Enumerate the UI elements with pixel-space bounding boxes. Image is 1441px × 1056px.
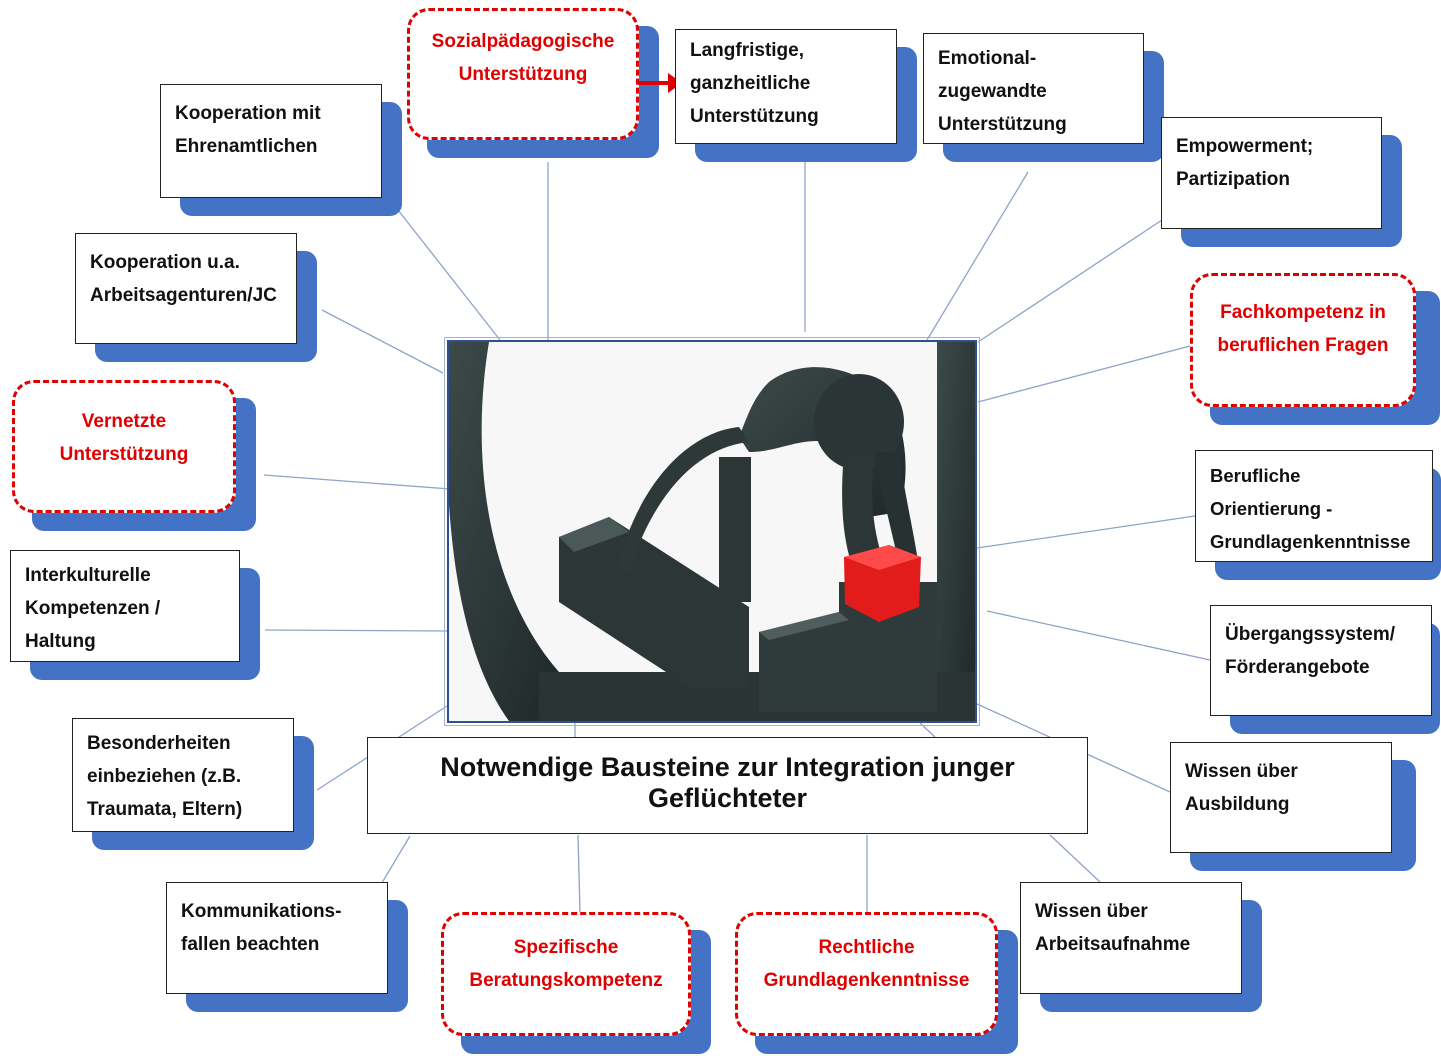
node-empowerment: Empowerment; Partizipation	[1161, 117, 1402, 247]
node-emotional-zugewandte-unterstuetzung: Emotional- zugewandte Unterstützung	[923, 33, 1164, 162]
node-spezifische-beratungskompetenz: Spezifische Beratungskompetenz	[441, 912, 711, 1054]
node-langfristige-unterstuetzung: Langfristige, ganzheitliche Unterstützun…	[675, 29, 917, 162]
node-kooperation-arbeitsagenturen: Kooperation u.a. Arbeitsagenturen/JC	[75, 233, 317, 362]
node-vernetzte-unterstuetzung: Vernetzte Unterstützung	[12, 380, 256, 531]
node-label: Berufliche Orientierung - Grundlagenkenn…	[1195, 450, 1433, 562]
node-label: Fachkompetenz in beruflichen Fragen	[1190, 273, 1416, 407]
sculpture-image	[449, 342, 975, 721]
node-fachkompetenz: Fachkompetenz in beruflichen Fragen	[1190, 273, 1440, 425]
node-label: Langfristige, ganzheitliche Unterstützun…	[675, 29, 897, 144]
node-label: Kooperation mit Ehrenamtlichen	[160, 84, 382, 198]
center-title: Notwendige Bausteine zur Integration jun…	[440, 752, 1015, 813]
sculpture-photo	[444, 337, 980, 726]
node-label: Vernetzte Unterstützung	[12, 380, 236, 513]
node-label: Kooperation u.a. Arbeitsagenturen/JC	[75, 233, 297, 344]
node-label: Spezifische Beratungskompetenz	[441, 912, 691, 1036]
node-berufliche-orientierung: Berufliche Orientierung - Grundlagenkenn…	[1195, 450, 1441, 580]
node-wissen-arbeitsaufnahme: Wissen über Arbeitsaufnahme	[1020, 882, 1262, 1012]
node-label: Besonderheiten einbeziehen (z.B. Traumat…	[72, 718, 294, 832]
node-label: Rechtliche Grundlagenkenntnisse	[735, 912, 998, 1036]
node-label: Empowerment; Partizipation	[1161, 117, 1382, 229]
node-label: Emotional- zugewandte Unterstützung	[923, 33, 1144, 144]
node-label: Kommunikations- fallen beachten	[166, 882, 388, 994]
center-title-box: Notwendige Bausteine zur Integration jun…	[367, 737, 1088, 834]
node-sozialpaedagogische-unterstuetzung: Sozialpädagogische Unterstützung	[407, 8, 659, 158]
node-besonderheiten: Besonderheiten einbeziehen (z.B. Traumat…	[72, 718, 314, 850]
node-interkulturelle-kompetenzen: Interkulturelle Kompetenzen / Haltung	[10, 550, 260, 680]
node-rechtliche-grundlagenkenntnisse: Rechtliche Grundlagenkenntnisse	[735, 912, 1018, 1054]
node-uebergangssystem: Übergangssystem/ Förderangebote	[1210, 605, 1440, 734]
node-label: Wissen über Ausbildung	[1170, 742, 1392, 853]
node-label: Übergangssystem/ Förderangebote	[1210, 605, 1432, 716]
node-label: Interkulturelle Kompetenzen / Haltung	[10, 550, 240, 662]
node-label: Wissen über Arbeitsaufnahme	[1020, 882, 1242, 994]
node-wissen-ausbildung: Wissen über Ausbildung	[1170, 742, 1416, 871]
node-kommunikationsfallen: Kommunikations- fallen beachten	[166, 882, 408, 1012]
node-label: Sozialpädagogische Unterstützung	[407, 8, 639, 140]
node-kooperation-ehrenamtliche: Kooperation mit Ehrenamtlichen	[160, 84, 402, 216]
